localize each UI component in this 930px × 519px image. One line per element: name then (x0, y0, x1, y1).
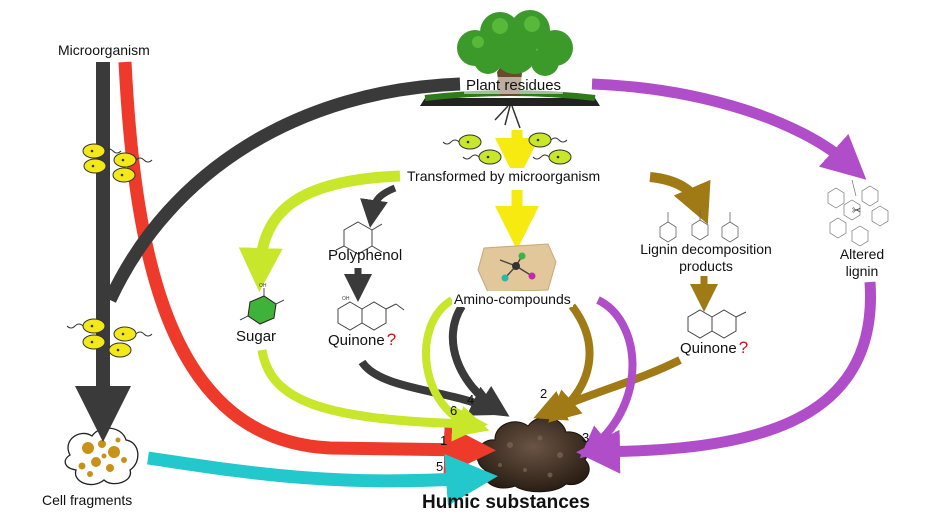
label-altered-lignin: Altered lignin (820, 246, 904, 280)
pathway-number-2: 2 (540, 386, 548, 401)
bacteria-icon (442, 134, 482, 150)
sugar-ring-icon (239, 288, 285, 325)
arrow-amino-to-humic-4 (448, 303, 510, 417)
pathway-number-6: 6 (450, 403, 458, 418)
scissors-icon: ✂ (852, 205, 861, 217)
arrow-transformed-to-lignin-decomp (649, 172, 711, 225)
lignin-decomposition-structure-icon (659, 210, 739, 243)
arrow-micro-to-humic-1 (118, 61, 496, 476)
arrow-quinone-right-to-humic-2 (533, 356, 682, 421)
label-transformed-by-microorganism: Transformed by microorganism (405, 168, 603, 184)
quinone-right-structure-icon (687, 309, 747, 339)
question-mark-icon: ? (386, 330, 397, 349)
bacteria-icon (82, 143, 122, 159)
bacteria-icon (532, 149, 572, 165)
bacteria-icon (83, 158, 107, 174)
label-humic-substances: Humic substances (422, 492, 590, 513)
quinone-left-text: Quinone (328, 332, 385, 349)
amino-compound-icon (477, 243, 557, 293)
bacteria-icon (113, 152, 153, 168)
sugar-oh-label: OH (259, 283, 267, 289)
label-altered-lignin-line2: lignin (845, 263, 879, 279)
arrow-transformed-to-polyphenol (360, 184, 397, 228)
pathway-number-5: 5 (436, 459, 444, 474)
arrow-cell-fragments-to-humic-5 (147, 451, 498, 506)
label-quinone-right: Quinone? (680, 338, 748, 358)
bacteria-icon (528, 132, 568, 148)
arrow-plant-to-micro (104, 77, 461, 303)
arrow-transformed-to-sugar (238, 170, 401, 292)
arrow-plant-to-altered-lignin (591, 78, 867, 180)
cell-fragments-icon (64, 427, 139, 486)
pathway-number-1: 1 (440, 433, 448, 448)
label-amino-compounds: Amino-compounds (452, 291, 573, 307)
label-altered-lignin-line1: Altered (839, 246, 885, 262)
arrow-quinone-left-to-humic (358, 359, 503, 416)
quinone-right-text: Quinone (680, 340, 737, 357)
label-microorganism: Microorganism (58, 42, 150, 58)
bacteria-icon (112, 167, 136, 183)
bacteria-icon (108, 342, 132, 358)
pathway-number-4: 4 (467, 392, 475, 407)
arrow-altered-lignin-to-humic-3 (576, 281, 876, 474)
humic-substances-icon (476, 417, 590, 493)
label-polyphenol: Polyphenol (328, 247, 403, 264)
label-lignin-decomposition-line1: Lignin decomposition (640, 241, 772, 257)
tree-icon (420, 10, 600, 129)
bacteria-icon (462, 149, 502, 165)
arrow-amino-to-humic-purple (579, 296, 637, 459)
arrow-amino-to-humic-6 (422, 296, 490, 437)
quinone-structure-icon (337, 301, 405, 331)
label-lignin-decomposition-products: Lignin decomposition products (624, 241, 788, 275)
label-plant-residues: Plant residues (464, 77, 564, 94)
label-quinone-left: Quinone? (328, 330, 396, 350)
arrow-sugar-to-humic (257, 349, 488, 442)
polyphenol-structure-icon (335, 221, 383, 255)
label-cell-fragments: Cell fragments (42, 492, 133, 508)
bacteria-icon (66, 318, 106, 334)
label-sugar: Sugar (236, 328, 277, 345)
pathway-number-3: 3 (582, 430, 590, 445)
bacteria-icon (113, 326, 153, 342)
question-mark-icon: ? (738, 338, 749, 357)
label-lignin-decomposition-line2: products (679, 258, 733, 274)
bacteria-icon (82, 334, 106, 350)
quinone-oh-label: OH (342, 296, 350, 302)
altered-lignin-structure-icon (827, 179, 889, 247)
